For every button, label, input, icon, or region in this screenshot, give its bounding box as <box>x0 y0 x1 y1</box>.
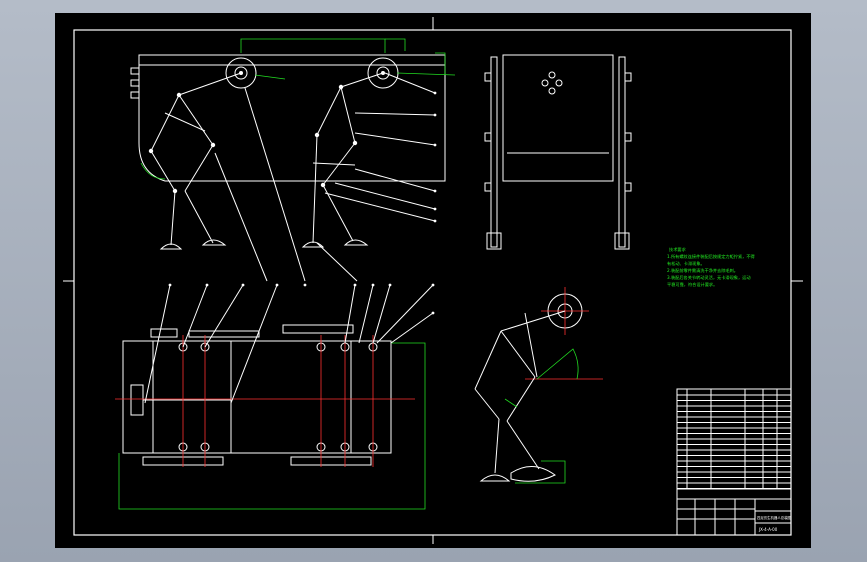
tech-notes: 技术要求 1.所有螺纹连接件装配后按规定力矩拧紧，不得 有松动、卡滞现象。 2.… <box>667 246 755 288</box>
leader-balloon <box>353 283 357 287</box>
leader-balloon <box>433 113 437 117</box>
motion-detail-view <box>474 287 603 484</box>
rear-view-bolt-pattern-icon <box>541 71 563 95</box>
drawing-sheet: 技术要求 1.所有螺纹连接件装配后按规定力矩拧紧，不得 有松动、卡滞现象。 2.… <box>55 13 811 548</box>
detail-linkage <box>474 310 566 474</box>
side-view <box>130 38 456 282</box>
tech-notes-title: 技术要求 <box>669 246 687 253</box>
leader-balloon <box>303 283 307 287</box>
parts-list-columns <box>686 389 778 489</box>
body-outline <box>138 54 446 182</box>
detail-centerlines <box>525 287 603 380</box>
leader-balloon <box>431 283 435 287</box>
tech-note-line: 平稳可靠，符合设计要求。 <box>667 281 717 288</box>
tech-note-line: 1.所有螺纹连接件装配后按规定力矩拧紧，不得 <box>667 253 755 260</box>
leader-balloon <box>275 283 279 287</box>
leader-balloon <box>433 219 437 223</box>
detail-dimensions <box>504 348 579 484</box>
side-leaders <box>214 72 436 282</box>
rear-leg <box>312 72 384 244</box>
top-view-dimensions <box>118 342 426 510</box>
cad-drawing: 技术要求 1.所有螺纹连接件装配后按规定力矩拧紧，不得 有松动、卡滞现象。 2.… <box>63 17 803 544</box>
tech-note-line: 有松动、卡滞现象。 <box>667 260 705 267</box>
signature-grid <box>677 499 755 535</box>
frame-ticks <box>63 17 803 544</box>
leader-balloon <box>431 311 435 315</box>
front-feet-icon <box>159 239 227 250</box>
joint-pins <box>148 84 358 194</box>
leader-balloon <box>241 283 245 287</box>
top-view-bearings-icon <box>178 342 378 452</box>
top-view-centerlines <box>115 335 415 467</box>
tech-note-line: 3.装配后各关节转动灵活，无卡滞现象，运动 <box>667 274 751 281</box>
top-view <box>115 284 434 510</box>
leader-balloon <box>371 283 375 287</box>
side-dimensions <box>140 38 456 180</box>
top-view-leaders <box>144 284 434 404</box>
leader-balloon <box>388 283 392 287</box>
front-leg <box>150 72 242 246</box>
parts-list-rows <box>677 394 791 489</box>
hip-joint-front-icon <box>225 57 257 89</box>
detail-foot-icon <box>479 466 556 482</box>
title-block-drawing-no: JX-4-A-00 <box>758 527 778 532</box>
leader-balloon <box>433 91 437 95</box>
rear-view <box>484 54 632 250</box>
title-block: 四足仿生机器人总装图 JX-4-A-00 <box>676 388 792 536</box>
leader-balloon <box>433 143 437 147</box>
leader-balloons <box>168 91 437 315</box>
rear-feet-icon <box>301 239 369 248</box>
leader-balloon <box>433 189 437 193</box>
leader-balloon <box>433 207 437 211</box>
leader-balloon <box>168 283 172 287</box>
rear-view-legs <box>484 56 632 250</box>
leader-balloon <box>205 283 209 287</box>
body-bolts <box>130 67 140 99</box>
tech-note-line: 2.装配前零件需清洗干净并去除毛刺。 <box>667 267 738 274</box>
top-view-rails <box>142 324 372 466</box>
title-block-name: 四足仿生机器人总装图 <box>757 515 792 520</box>
